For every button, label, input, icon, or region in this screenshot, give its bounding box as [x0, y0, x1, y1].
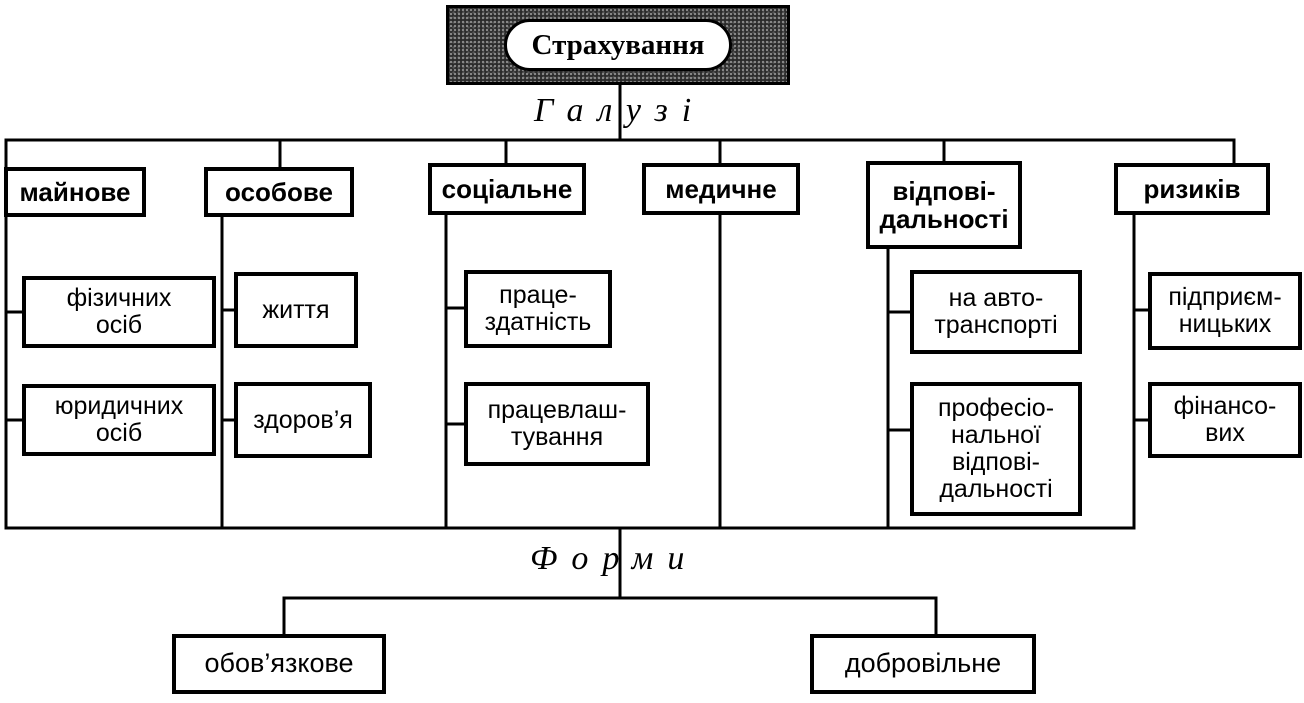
category-property: майнове	[4, 167, 146, 217]
branches-label: Галузі	[534, 92, 706, 129]
item-legal-entities: юридичних осіб	[22, 384, 216, 456]
item-professional-liability: професіо- нальної відпові- дальності	[910, 382, 1082, 516]
item-individuals: фізичних осіб	[22, 276, 216, 348]
category-liability: відпові- дальності	[866, 161, 1022, 249]
item-financial: фінансо- вих	[1148, 382, 1302, 458]
category-medical: медичне	[642, 163, 800, 215]
item-health: здоров’я	[234, 382, 372, 458]
item-work-ability: праце- здатність	[464, 270, 612, 348]
item-motor-transport: на авто- транспорті	[910, 270, 1082, 354]
category-risks: ризиків	[1114, 163, 1270, 215]
root-label: Страхування	[504, 19, 732, 71]
form-mandatory: обов’язкове	[172, 634, 386, 694]
root-node: Страхування	[446, 5, 790, 85]
item-employment: працевлаш- тування	[464, 382, 650, 466]
forms-label: Форми	[530, 540, 699, 577]
item-business: підприєм- ницьких	[1148, 272, 1302, 350]
item-life: життя	[234, 272, 358, 348]
category-personal: особове	[204, 167, 354, 217]
form-voluntary: добровільне	[810, 634, 1036, 694]
category-social: соціальне	[428, 163, 586, 215]
